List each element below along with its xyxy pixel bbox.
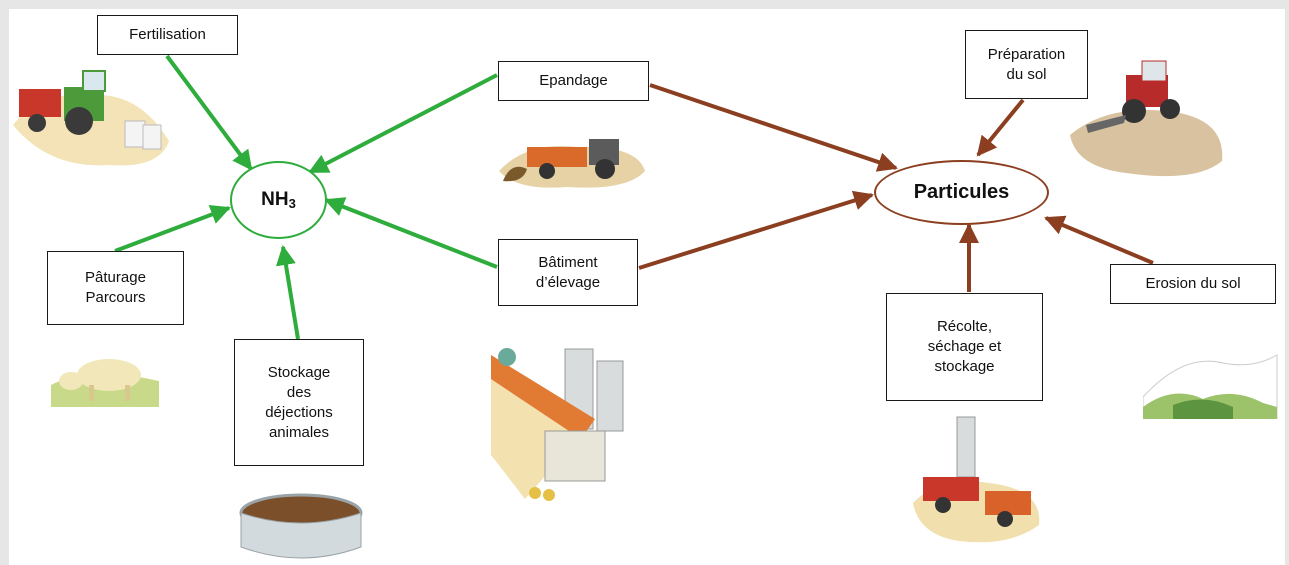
plowing-tractor-illustration — [1070, 60, 1223, 177]
epandage-box: Epandage — [498, 61, 649, 101]
particules-node: Particules — [874, 160, 1049, 225]
arrow-batiment-nh3 — [324, 197, 498, 269]
grazing-cow-illustration — [51, 359, 159, 407]
fertilisation-box: Fertilisation — [97, 15, 238, 55]
stockage-box: Stockage des déjections animales — [234, 339, 364, 466]
particules-label: Particules — [913, 181, 1010, 203]
recolte-box: Récolte, séchage et stockage — [886, 293, 1043, 401]
arrow-epandage-nh3 — [308, 73, 498, 174]
arrow-batiment-particules — [638, 190, 874, 270]
hills-erosion-illustration — [1143, 354, 1278, 419]
manure-tank-illustration — [239, 493, 363, 559]
preparation-box: Préparation du sol — [965, 30, 1088, 99]
arrow-stockage-nh3 — [276, 245, 300, 340]
nh3-label: NH — [261, 189, 289, 210]
manure-spreader-illustration — [499, 139, 645, 188]
erosion-box: Erosion du sol — [1110, 264, 1276, 304]
tractor-fertilizer-illustration — [13, 70, 169, 166]
harvester-illustration — [913, 416, 1040, 543]
arrow-fertilisation-nh3 — [165, 54, 253, 171]
paturage-box: Pâturage Parcours — [47, 251, 184, 325]
arrow-paturage-nh3 — [114, 204, 231, 253]
nh3-subscript: 3 — [288, 195, 296, 211]
arrow-preparation-particules — [976, 98, 1025, 157]
arrow-epandage-particules — [649, 83, 898, 172]
batiment-box: Bâtiment d’élevage — [498, 239, 638, 306]
arrow-erosion-particules — [1044, 215, 1154, 265]
livestock-building-illustration — [491, 348, 624, 501]
arrow-layer — [114, 54, 1154, 340]
